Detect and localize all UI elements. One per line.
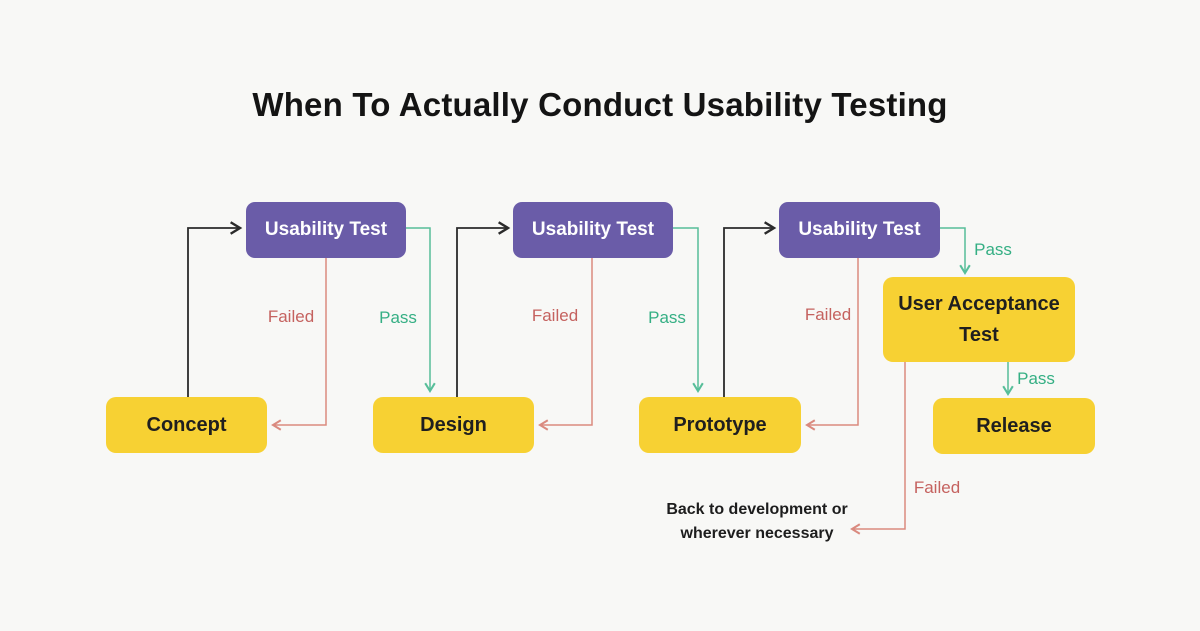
node-prototype: Prototype [639, 397, 801, 453]
edge-test3-failed-to-prototype [805, 258, 859, 431]
note-line-2: wherever necessary [680, 525, 834, 542]
label-failed-4: Failed [913, 478, 961, 497]
edge-prototype-to-test3 [723, 221, 777, 397]
label-pass-4: Pass [1017, 369, 1055, 388]
edge-test1-failed-to-concept [271, 258, 327, 431]
node-concept: Concept [106, 397, 267, 453]
node-release: Release [933, 398, 1095, 454]
note-line-1: Back to development or [666, 501, 848, 518]
node-user-acceptance-test: User Acceptance Test [883, 277, 1075, 362]
node-design: Design [373, 397, 534, 453]
label-failed-3: Failed [804, 305, 852, 324]
edge-test3-pass-to-uat [940, 227, 971, 275]
note-back-to-development: Back to development or wherever necessar… [666, 498, 847, 546]
node-usability-test-2: Usability Test [513, 202, 673, 258]
node-usability-test-3: Usability Test [779, 202, 940, 258]
edge-test2-failed-to-design [538, 258, 593, 431]
edge-design-to-test2 [456, 221, 511, 397]
edge-uat-failed-to-note [850, 362, 906, 535]
label-failed-2: Failed [531, 306, 579, 325]
edge-concept-to-test1 [187, 221, 243, 397]
label-pass-3: Pass [974, 240, 1012, 259]
label-failed-1: Failed [267, 307, 315, 326]
page-title: When To Actually Conduct Usability Testi… [252, 86, 948, 123]
node-usability-test-1: Usability Test [246, 202, 406, 258]
label-pass-1: Pass [379, 308, 417, 327]
label-pass-2: Pass [648, 308, 686, 327]
